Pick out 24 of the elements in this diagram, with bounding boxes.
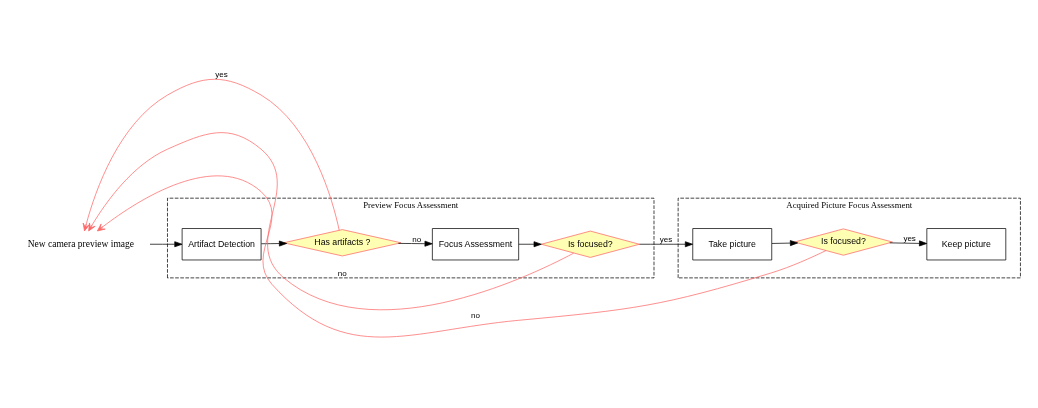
node-box: Keep picture (926, 228, 1007, 261)
arrow (518, 241, 542, 248)
node-diamond: Is focused? (540, 230, 640, 258)
arrow (149, 241, 183, 248)
node-diamond: Has artifacts ? (283, 229, 402, 257)
arrow (398, 240, 433, 247)
node-diamond: Is focused? (794, 228, 893, 256)
edge-label: no (471, 310, 480, 320)
arrow (88, 132, 575, 311)
node-box: Focus Assessment (432, 228, 520, 261)
arrow (889, 240, 928, 247)
edge-label: yes (215, 70, 228, 80)
arrow (639, 241, 693, 248)
edge-label: no (412, 234, 422, 244)
arrow (261, 240, 288, 247)
node-box: Artifact Detection (181, 228, 262, 261)
arrow (771, 240, 798, 247)
edge-label: yes (903, 234, 916, 244)
node-text: New camera preview image (27, 238, 134, 249)
edge-label: yes (659, 234, 673, 244)
edge-label: no (337, 268, 347, 278)
node-box: Take picture (692, 228, 773, 261)
arrow (97, 175, 827, 338)
arrow (82, 78, 340, 232)
